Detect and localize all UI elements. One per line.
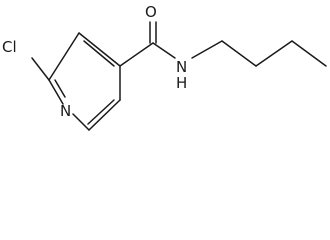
bond-c3-c4 [78, 32, 121, 67]
bond-c2-chlorine [31, 57, 50, 81]
amide-hydrogen-label: H [176, 74, 187, 92]
ring-nitrogen-label: N [60, 102, 71, 120]
bond-butyl-c3-c4 [291, 40, 327, 67]
bond-c4-carbonyl [119, 42, 154, 67]
bond-c6-ring-nitrogen [72, 113, 90, 131]
chlorine-label: Cl [2, 38, 17, 56]
amide-nitrogen-label: N [176, 58, 187, 76]
carbonyl-oxygen-label: O [145, 3, 157, 21]
butyl-chain [191, 40, 327, 67]
bond-c5-c6 [88, 99, 121, 131]
pyridine-ring [48, 32, 121, 131]
bond-butyl-c2-c3 [255, 40, 293, 67]
bond-amide-nitrogen-c1 [191, 40, 223, 59]
amide-group [119, 21, 176, 67]
chemical-structure: Cl N O N H [2, 3, 327, 131]
bond-c2-c3 [48, 32, 80, 81]
bond-c3-c4-inner [83, 40, 115, 67]
bond-carbonyl-amide-nitrogen [152, 42, 176, 59]
bond-c5-c6-inner [87, 99, 115, 125]
bond-butyl-c1-c2 [221, 40, 257, 67]
bond-c2-ring-nitrogen-inner [54, 79, 66, 98]
bond-ring-nitrogen-c2 [48, 79, 64, 105]
